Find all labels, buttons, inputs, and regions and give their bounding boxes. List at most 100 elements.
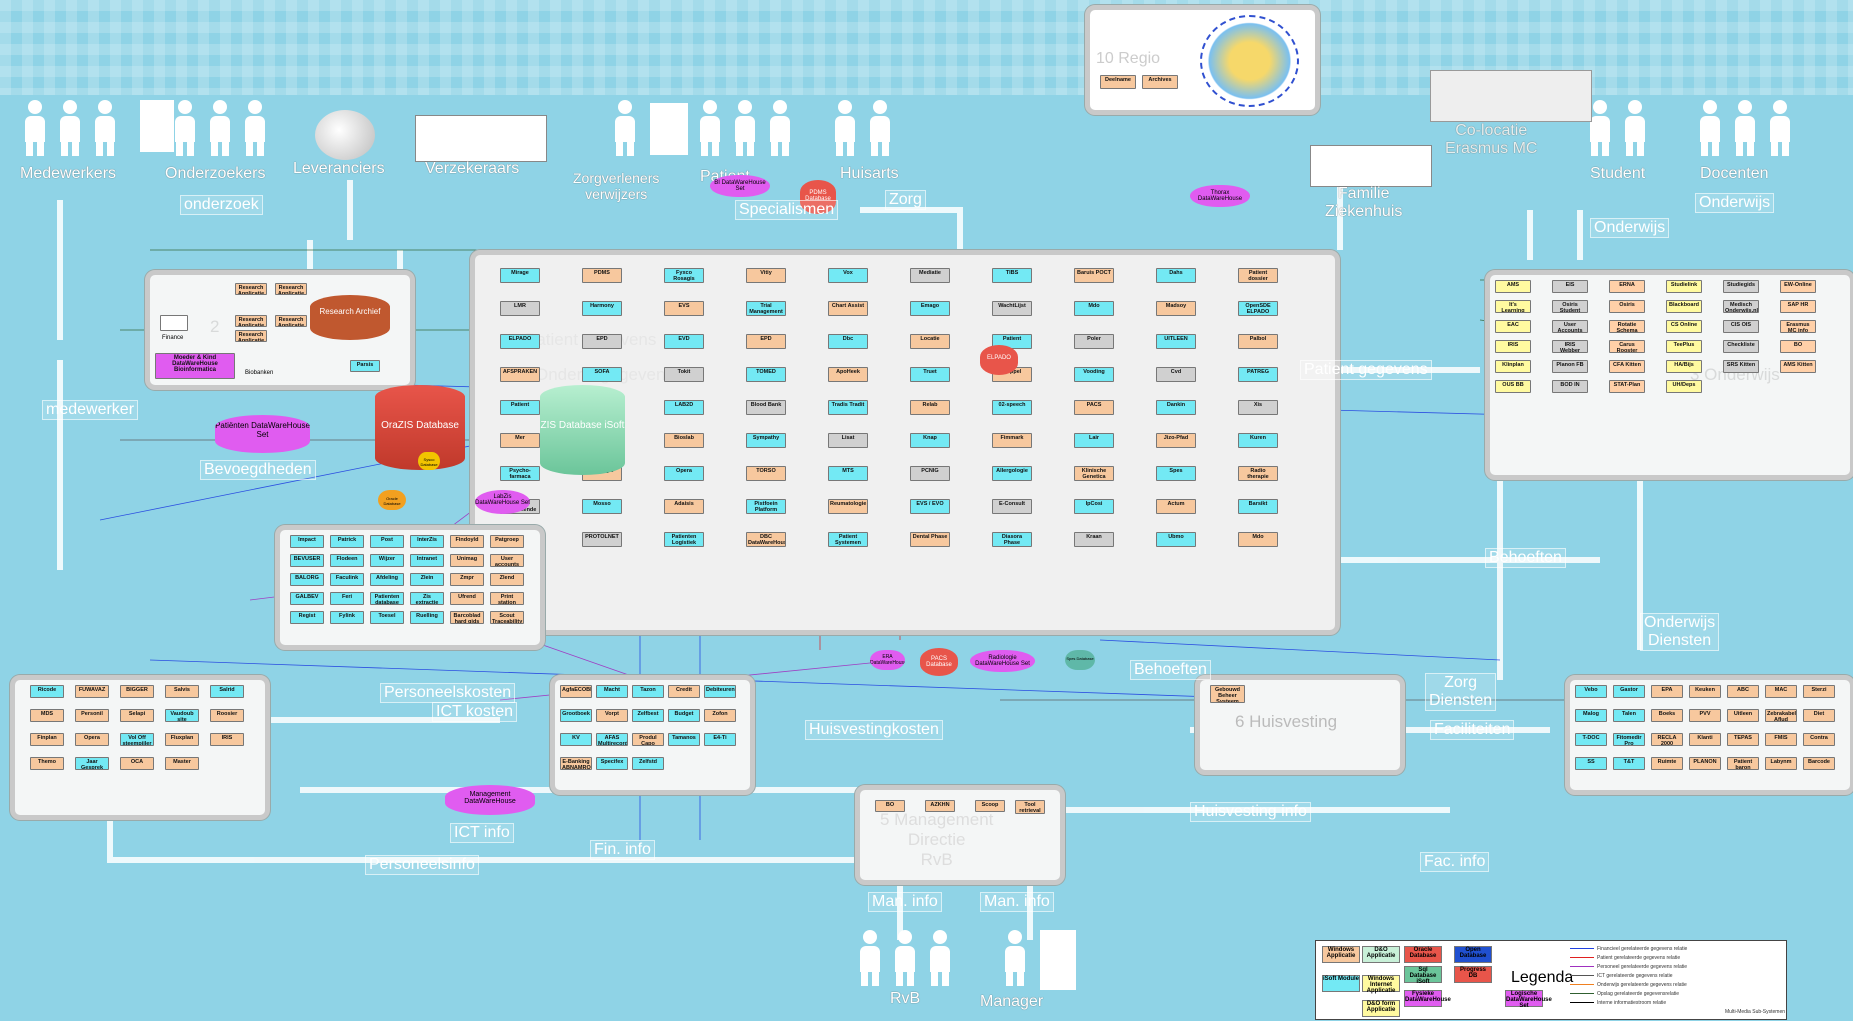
zorg-app-node[interactable]: Kraan: [1074, 532, 1114, 547]
zorg-app-node[interactable]: Xis: [1238, 400, 1278, 415]
app-node[interactable]: Research Applicatie: [275, 315, 307, 327]
facilitair-app-node[interactable]: Fitomedir Pro: [1613, 733, 1645, 746]
zorg-app-node[interactable]: Knap: [910, 433, 950, 448]
facilitair-app-node[interactable]: T-DOC: [1575, 733, 1607, 746]
zorg-app-node[interactable]: EVD: [664, 334, 704, 349]
facilitair-app-node[interactable]: TEPAS: [1727, 733, 1759, 746]
zorg-app-node[interactable]: PACS: [1074, 400, 1114, 415]
onderwijs-app-node[interactable]: Osiris: [1609, 300, 1645, 313]
zorg-app-node[interactable]: Fyxco Rosagis: [664, 268, 704, 283]
onderwijs-app-node[interactable]: BO: [1780, 340, 1816, 353]
onderwijs-app-node[interactable]: AMS: [1495, 280, 1531, 293]
onderwijs-app-node[interactable]: SRS Kitten: [1723, 360, 1759, 373]
zorg-app-node[interactable]: Palbol: [1238, 334, 1278, 349]
facilitair-app-node[interactable]: PLANON: [1689, 757, 1721, 770]
onderwijs-app-node[interactable]: Erasmus MC info: [1780, 320, 1816, 333]
onderwijs-app-node[interactable]: STAT-Plan: [1609, 380, 1645, 393]
zorg-app-node[interactable]: Baruis POCT: [1074, 268, 1114, 283]
personeel-app-node[interactable]: Themo: [30, 757, 64, 770]
facilitair-app-node[interactable]: EPA: [1651, 685, 1683, 698]
onderwijs-app-node[interactable]: Studiegids: [1723, 280, 1759, 293]
zorg-app-node[interactable]: Locatie: [910, 334, 950, 349]
ict-app-node[interactable]: User accounts: [490, 554, 524, 567]
onderwijs-app-node[interactable]: User Accounts: [1552, 320, 1588, 333]
pacs-database[interactable]: PACS Database: [920, 648, 958, 676]
zorg-app-node[interactable]: Klinische Genetica: [1074, 466, 1114, 481]
facilitair-app-node[interactable]: Klanti: [1689, 733, 1721, 746]
dwh-node[interactable]: Moeder & Kind DataWareHouse Bioinformati…: [155, 353, 235, 379]
zorg-app-node[interactable]: Tradis Tradit: [828, 400, 868, 415]
facilitair-app-node[interactable]: Talen: [1613, 709, 1645, 722]
facilitair-app-node[interactable]: Barcode: [1803, 757, 1835, 770]
zorg-app-node[interactable]: Mirage: [500, 268, 540, 283]
facilitair-app-node[interactable]: Zebrakabel Aflud: [1765, 709, 1797, 722]
zorg-app-node[interactable]: Mosso: [582, 499, 622, 514]
onderwijs-app-node[interactable]: AMS Kitten: [1780, 360, 1816, 373]
app-node[interactable]: Archives: [1142, 75, 1178, 89]
personeel-app-node[interactable]: IRIS: [210, 733, 244, 746]
zorg-app-node[interactable]: Truet: [910, 367, 950, 382]
financien-app-node[interactable]: Vorpt: [596, 709, 628, 722]
onderwijs-app-node[interactable]: CIS OIS: [1723, 320, 1759, 333]
facilitair-app-node[interactable]: Patient baron: [1727, 757, 1759, 770]
financien-app-node[interactable]: AFAS Multirecord: [596, 733, 628, 746]
zorg-app-node[interactable]: TOMED: [746, 367, 786, 382]
zorg-app-node[interactable]: Mdo: [1074, 301, 1114, 316]
zorg-app-node[interactable]: Ubmo: [1156, 532, 1196, 547]
zorg-app-node[interactable]: Barsikt: [1238, 499, 1278, 514]
facilitair-app-node[interactable]: Malog: [1575, 709, 1607, 722]
zorg-app-node[interactable]: IpCosi: [1074, 499, 1114, 514]
management-dwh[interactable]: Management DataWareHouse: [445, 785, 535, 815]
ict-app-node[interactable]: BEVUSER: [290, 554, 324, 567]
personeel-app-node[interactable]: Roosier: [210, 709, 244, 722]
ict-app-node[interactable]: Barcoblad hard gids: [450, 611, 484, 624]
zorg-app-node[interactable]: AFSPRAKEN: [500, 367, 540, 382]
zis-database[interactable]: ZIS Database iSoft: [540, 385, 625, 475]
app-node[interactable]: BO: [875, 800, 905, 812]
onderwijs-app-node[interactable]: TeePlus: [1666, 340, 1702, 353]
financien-app-node[interactable]: E4-Ti: [704, 733, 736, 746]
personeel-app-node[interactable]: Jaar Gesprek: [75, 757, 109, 770]
facilitair-app-node[interactable]: MAC: [1765, 685, 1797, 698]
onderwijs-app-node[interactable]: Osiris Student: [1552, 300, 1588, 313]
zorg-app-node[interactable]: Dankin: [1156, 400, 1196, 415]
zorg-app-node[interactable]: Mdo: [1238, 532, 1278, 547]
ict-app-node[interactable]: Scout Traceability: [490, 611, 524, 624]
app-node[interactable]: Deelname: [1100, 75, 1136, 89]
zorg-app-node[interactable]: Diasora Phase: [992, 532, 1032, 547]
financien-app-node[interactable]: Zelfstd: [632, 757, 664, 770]
facilitair-app-node[interactable]: Gastor: [1613, 685, 1645, 698]
financien-app-node[interactable]: Zelfbest: [632, 709, 664, 722]
oracle-database[interactable]: Oracle Database: [378, 490, 406, 510]
elpado-database[interactable]: ELPADO: [980, 345, 1018, 375]
zorg-app-node[interactable]: Sympathy: [746, 433, 786, 448]
app-node[interactable]: Research Applicatie: [235, 315, 267, 327]
ict-app-node[interactable]: Zlend: [490, 573, 524, 586]
facilitair-app-node[interactable]: Vebo: [1575, 685, 1607, 698]
zorg-app-node[interactable]: Vox: [828, 268, 868, 283]
zorg-app-node[interactable]: Mer: [500, 433, 540, 448]
onderwijs-app-node[interactable]: EW-Online: [1780, 280, 1816, 293]
zorg-app-node[interactable]: SOFA: [582, 367, 622, 382]
zorg-app-node[interactable]: Emago: [910, 301, 950, 316]
personeel-app-node[interactable]: FUWAVAZ: [75, 685, 109, 698]
zorg-app-node[interactable]: Relab: [910, 400, 950, 415]
app-node[interactable]: Parsis: [350, 360, 380, 372]
zorg-app-node[interactable]: EVS: [664, 301, 704, 316]
ict-app-node[interactable]: Zis extractie: [410, 592, 444, 605]
ict-app-node[interactable]: GALBEV: [290, 592, 324, 605]
ict-app-node[interactable]: Wijzer: [370, 554, 404, 567]
onderwijs-app-node[interactable]: Blackboard: [1666, 300, 1702, 313]
personeel-app-node[interactable]: Master: [165, 757, 199, 770]
facilitair-app-node[interactable]: Labynm: [1765, 757, 1797, 770]
zorg-app-node[interactable]: Kuren: [1238, 433, 1278, 448]
ict-app-node[interactable]: Flodeen: [330, 554, 364, 567]
onderwijs-app-node[interactable]: BOD IN: [1552, 380, 1588, 393]
zorg-app-node[interactable]: Lisat: [828, 433, 868, 448]
financien-app-node[interactable]: Tamanos: [668, 733, 700, 746]
onderwijs-app-node[interactable]: OUS BB: [1495, 380, 1531, 393]
financien-app-node[interactable]: Credit: [668, 685, 700, 698]
zorg-app-node[interactable]: Patienten Logistiek DataWareHouse Set: [664, 532, 704, 547]
personeel-app-node[interactable]: Salrid: [210, 685, 244, 698]
era-dwh[interactable]: ERA DataWareHouse: [870, 650, 905, 670]
